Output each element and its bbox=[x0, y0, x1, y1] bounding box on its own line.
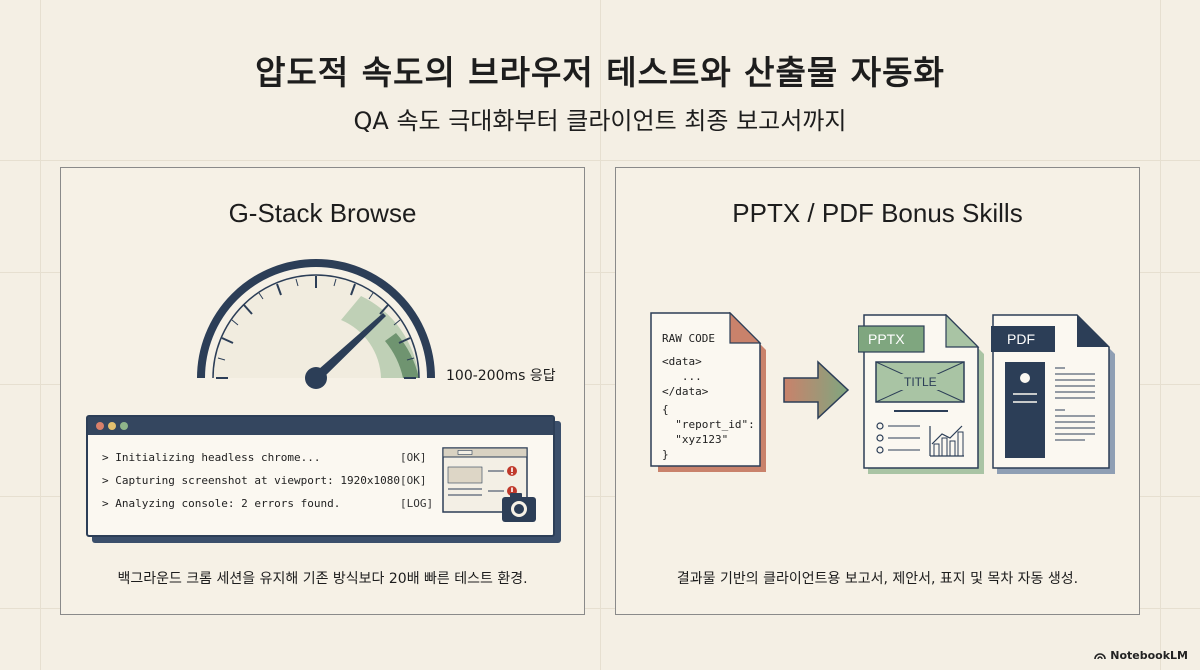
code-line: { bbox=[662, 403, 669, 416]
code-header: RAW CODE bbox=[662, 332, 715, 345]
browse-panel-title: G-Stack Browse bbox=[228, 198, 417, 228]
code-line: </data> bbox=[662, 385, 709, 398]
pdf-document: PDF bbox=[985, 314, 1117, 480]
camera-icon bbox=[502, 493, 536, 522]
terminal-title-bar bbox=[88, 417, 553, 435]
page-title: 압도적 속도의 브라우저 테스트와 산출물 자동화 bbox=[255, 53, 945, 92]
bonus-skills-panel-title: PPTX / PDF Bonus Skills bbox=[732, 198, 1023, 228]
page-subtitle: QA 속도 극대화부터 클라이언트 최종 보고서까지 bbox=[353, 107, 847, 135]
terminal-line: > Initializing headless chrome... bbox=[102, 451, 321, 464]
browse-panel: G-Stack Browse 10 bbox=[60, 167, 585, 615]
bonus-skills-caption: 결과물 기반의 클라이언트용 보고서, 제안서, 표지 및 목차 자동 생성. bbox=[676, 571, 1079, 587]
watermark-text: NotebookLM bbox=[1110, 649, 1188, 662]
pptx-slide-title: TITLE bbox=[904, 375, 937, 389]
code-line: ... bbox=[662, 370, 702, 383]
terminal-status: [OK] bbox=[400, 474, 427, 487]
pdf-tag: PDF bbox=[1007, 331, 1035, 347]
watermark: NotebookLM bbox=[1094, 649, 1188, 662]
screenshot-preview bbox=[442, 447, 536, 522]
terminal-window: > Initializing headless chrome... [OK] >… bbox=[86, 415, 555, 537]
pptx-tag: PPTX bbox=[868, 331, 905, 347]
maximize-dot-icon bbox=[120, 422, 128, 430]
terminal-status: [LOG] bbox=[400, 497, 434, 510]
terminal-line: > Analyzing console: 2 errors found. bbox=[102, 497, 341, 510]
arrow-right-icon bbox=[783, 360, 850, 420]
code-line: "xyz123" bbox=[662, 433, 729, 446]
terminal-line: > Capturing screenshot at viewport: 1920… bbox=[102, 474, 401, 487]
code-line: } bbox=[662, 448, 669, 461]
code-line: <data> bbox=[662, 355, 702, 368]
minimize-dot-icon bbox=[108, 422, 116, 430]
browse-caption: 백그라운드 크롬 세션을 유지해 기존 방식보다 20배 빠른 테스트 환경. bbox=[117, 571, 528, 587]
speed-gauge-icon bbox=[197, 259, 435, 389]
pptx-document: PPTX TITLE bbox=[857, 313, 986, 480]
code-line: "report_id": bbox=[662, 418, 755, 431]
error-icon bbox=[507, 466, 517, 476]
raw-code-document: RAW CODE <data> ... </data> { "report_id… bbox=[650, 311, 768, 478]
gauge-label: 100-200ms 응답 bbox=[446, 368, 556, 384]
bar-chart-icon bbox=[929, 425, 964, 457]
close-dot-icon bbox=[96, 422, 104, 430]
notebooklm-logo-icon bbox=[1094, 649, 1107, 662]
terminal-status: [OK] bbox=[400, 451, 427, 464]
